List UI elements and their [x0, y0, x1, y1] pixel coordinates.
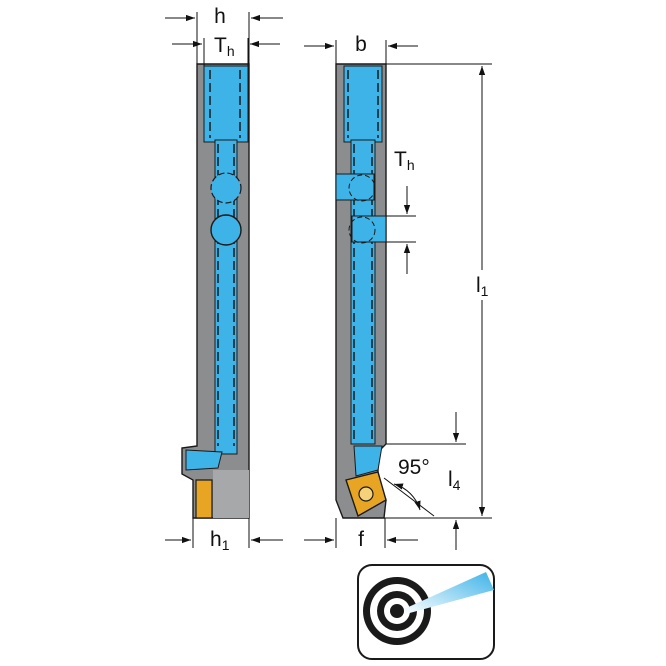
front-coolant-upper: [343, 65, 383, 143]
side-coolant-nozzle: [185, 449, 223, 471]
front-dim-b-label: b: [355, 33, 367, 56]
side-dim-h1-label: h1: [210, 528, 230, 553]
side-coolant-ball-upper: [210, 172, 242, 204]
coolant-jet-beam: [404, 572, 494, 614]
side-shank-face: [213, 470, 249, 518]
front-view: b Th l1 l4 95° f: [304, 33, 492, 551]
side-coolant-ball-lower: [210, 214, 242, 246]
front-coolant-nozzle: [353, 445, 383, 477]
front-coolant-port-upper: [335, 173, 375, 201]
side-insert: [195, 479, 213, 519]
side-dim-th-label: Th: [214, 34, 235, 59]
side-dim-h-label: h: [214, 5, 226, 28]
front-dim-l1-label: l1: [476, 274, 489, 299]
front-angle-label: 95°: [398, 456, 430, 479]
front-dim-l4-label: l4: [448, 468, 461, 493]
side-view: h Th h1: [165, 5, 283, 553]
front-insert-screw: [358, 486, 374, 502]
internal-coolant-target-icon: [357, 564, 495, 660]
front-dim-f-label: f: [358, 528, 364, 551]
front-coolant-port-lower: [351, 215, 387, 243]
front-dim-th-label: Th: [394, 148, 415, 173]
